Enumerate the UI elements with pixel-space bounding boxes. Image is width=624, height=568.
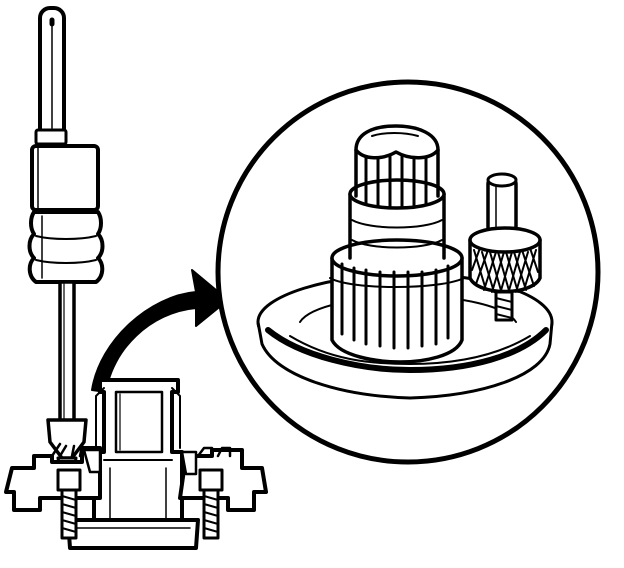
wheel-stud-right bbox=[196, 446, 232, 540]
hub-center bbox=[92, 378, 184, 522]
bearing-race-right bbox=[171, 387, 181, 449]
slide-weight bbox=[27, 144, 105, 284]
puller-tool bbox=[27, 6, 105, 472]
direction-arrow bbox=[91, 269, 229, 393]
splined-shaft bbox=[329, 124, 465, 364]
hub-assembly bbox=[4, 378, 268, 550]
tool-handle bbox=[34, 6, 68, 146]
detail-callout bbox=[215, 79, 601, 465]
hub-flange bbox=[4, 446, 268, 550]
tool-shaft bbox=[58, 280, 76, 424]
bearing-race-left bbox=[95, 387, 105, 449]
knurled-stud bbox=[468, 172, 542, 322]
wheel-stud-left bbox=[50, 442, 84, 540]
